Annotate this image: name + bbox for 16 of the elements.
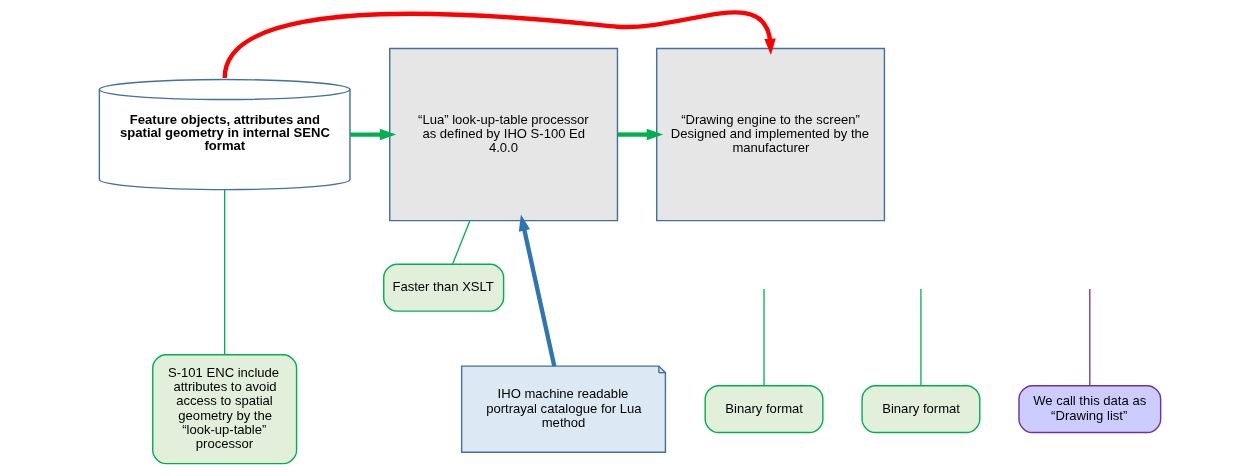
- connector: [451, 220, 470, 265]
- node-box: “Drawing engine to the screen” Designed and implemented by the manufacturer: [655, 47, 885, 222]
- arrow: [349, 128, 396, 141]
- node-box: S-101 ENC include attributes to avoid access to spatial geometry by the “look-up-table” processor: [151, 353, 297, 465]
- arrow: [518, 214, 556, 367]
- connector: [919, 288, 922, 387]
- node-box: “Lua” look-up-table processor as defined by IHO S-100 Ed 4.0.0: [388, 47, 618, 222]
- node-box: Binary format: [703, 385, 824, 434]
- connector: [223, 189, 225, 356]
- arrow: [222, 10, 776, 79]
- connector: [1088, 288, 1090, 387]
- node-box: We call this data as “Drawing list”: [1017, 385, 1161, 434]
- node-box: Binary format: [860, 385, 980, 434]
- connector: [762, 288, 765, 387]
- arrow: [617, 128, 663, 141]
- node-box: Faster than XSLT: [382, 263, 504, 312]
